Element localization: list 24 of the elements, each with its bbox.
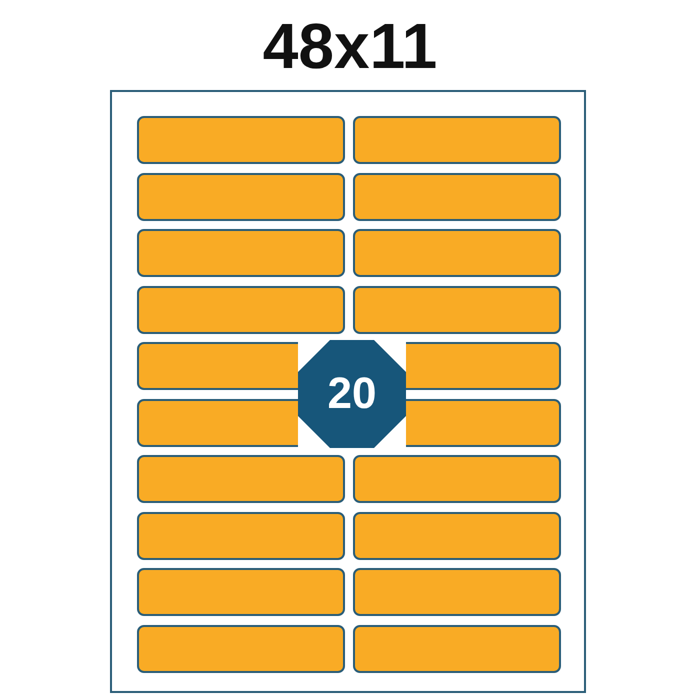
label-rectangle [353,229,561,277]
label-rectangle [353,624,561,672]
label-rectangle [353,116,561,164]
label-rectangle [137,286,345,334]
label-rectangle [137,568,345,616]
label-rectangle [406,342,561,390]
label-rectangle [137,455,345,503]
label-rectangle [353,568,561,616]
label-rectangle [137,398,298,446]
label-rectangle [137,116,345,164]
label-rectangle [406,398,561,446]
label-rectangle [137,624,345,672]
label-rectangle [137,342,298,390]
label-rectangle [353,172,561,220]
title: 48x11 [262,9,438,84]
label-rectangle [137,172,345,220]
label-rectangle [137,229,345,277]
count-badge [298,340,406,448]
sheet-outline [110,90,586,693]
label-rectangle [353,455,561,503]
label-count: 20 [328,369,376,419]
label-rectangle [353,512,561,560]
label-rectangle [137,512,345,560]
label-rectangle [353,286,561,334]
